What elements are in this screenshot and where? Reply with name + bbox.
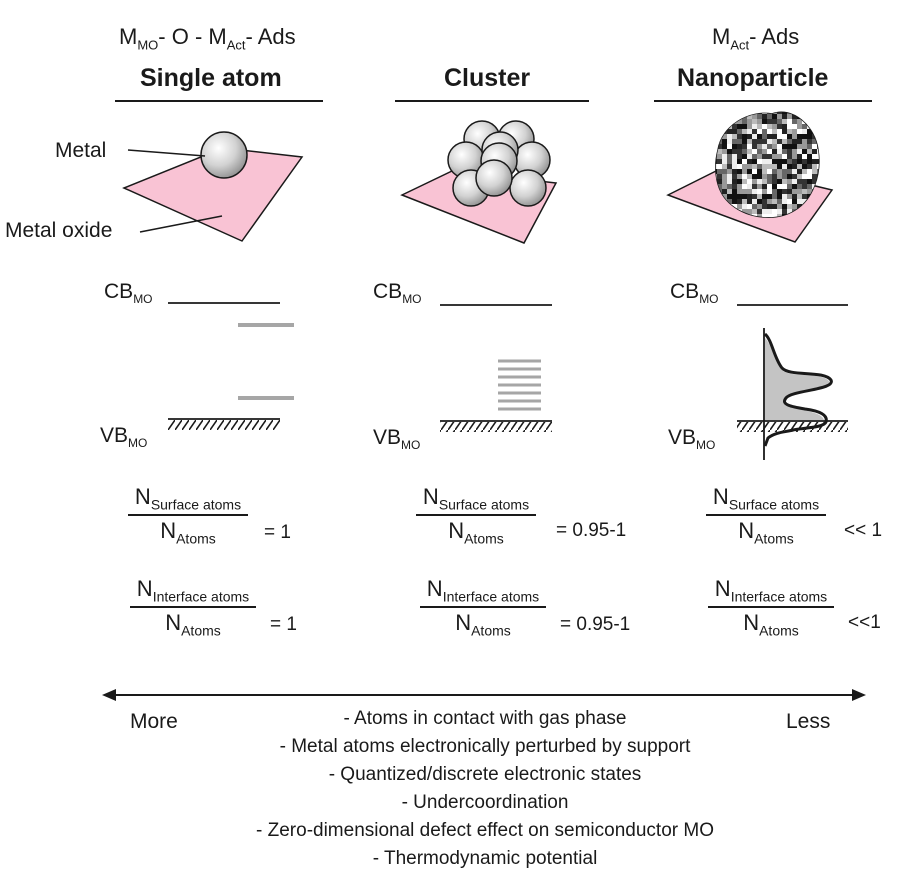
cluster-vb-hatch <box>440 422 552 432</box>
cluster-surface-ratio: NSurface atoms NAtoms <box>416 484 536 547</box>
gradient-arrow-left-head <box>102 689 116 701</box>
cluster-title: Cluster <box>444 64 531 92</box>
property-item: - Thermodynamic potential <box>372 848 598 869</box>
single-interface-value: = 1 <box>270 614 297 635</box>
nanoparticle-vb-label: VBMO <box>668 426 716 453</box>
oxide-pointer-line <box>139 215 223 233</box>
cluster-interface-value: = 0.95-1 <box>560 614 631 635</box>
property-item: - Atoms in contact with gas phase <box>343 708 627 729</box>
single-oxide-plane <box>122 147 304 242</box>
single-vb-label: VBMO <box>100 424 148 451</box>
property-item: - Quantized/discrete electronic states <box>328 764 642 785</box>
nanoparticle-formula: MAct- Ads <box>712 24 800 53</box>
cluster-interface-ratio: NInterface atoms NAtoms <box>420 576 546 639</box>
metal-pointer-line <box>127 149 206 157</box>
property-list: - Atoms in contact with gas phase - Meta… <box>200 705 770 873</box>
single-atom-title: Single atom <box>140 64 282 92</box>
nanoparticle-title: Nanoparticle <box>677 64 829 92</box>
nanoparticle-surface-ratio: NSurface atoms NAtoms <box>706 484 826 547</box>
property-item: - Undercoordination <box>401 792 569 813</box>
single-surface-value: = 1 <box>264 522 291 543</box>
less-label: Less <box>786 710 831 733</box>
dos-curve <box>763 332 833 447</box>
cluster-vb-label: VBMO <box>373 426 421 453</box>
dos-fill <box>765 338 830 420</box>
nanoparticle-vb-hatch <box>737 422 848 432</box>
metal-oxide-label: Metal oxide <box>5 219 113 242</box>
property-item: - Metal atoms electronically perturbed b… <box>279 736 691 757</box>
nanoparticle-interface-value: <<1 <box>848 612 881 633</box>
single-cb-label: CBMO <box>104 280 153 307</box>
property-item: - Zero-dimensional defect effect on semi… <box>256 820 714 841</box>
single-metal-atom <box>200 131 248 179</box>
gradient-arrow-right-head <box>852 689 866 701</box>
cluster-surface-value: = 0.95-1 <box>556 520 627 541</box>
single-interface-ratio: NInterface atoms NAtoms <box>130 576 256 639</box>
nanoparticle-surface-value: << 1 <box>844 520 883 541</box>
nanoparticle-cb-label: CBMO <box>670 280 719 307</box>
single-formula: MMO- O - MAct- Ads <box>119 24 296 53</box>
nanoparticle-interface-ratio: NInterface atoms NAtoms <box>708 576 834 639</box>
cluster-cb-label: CBMO <box>373 280 422 307</box>
metal-label: Metal <box>55 139 107 162</box>
single-vb-hatch <box>168 420 280 430</box>
cluster-states <box>498 359 541 411</box>
cluster-atoms <box>447 120 551 207</box>
single-surface-ratio: NSurface atoms NAtoms <box>128 484 248 547</box>
more-label: More <box>130 710 178 733</box>
